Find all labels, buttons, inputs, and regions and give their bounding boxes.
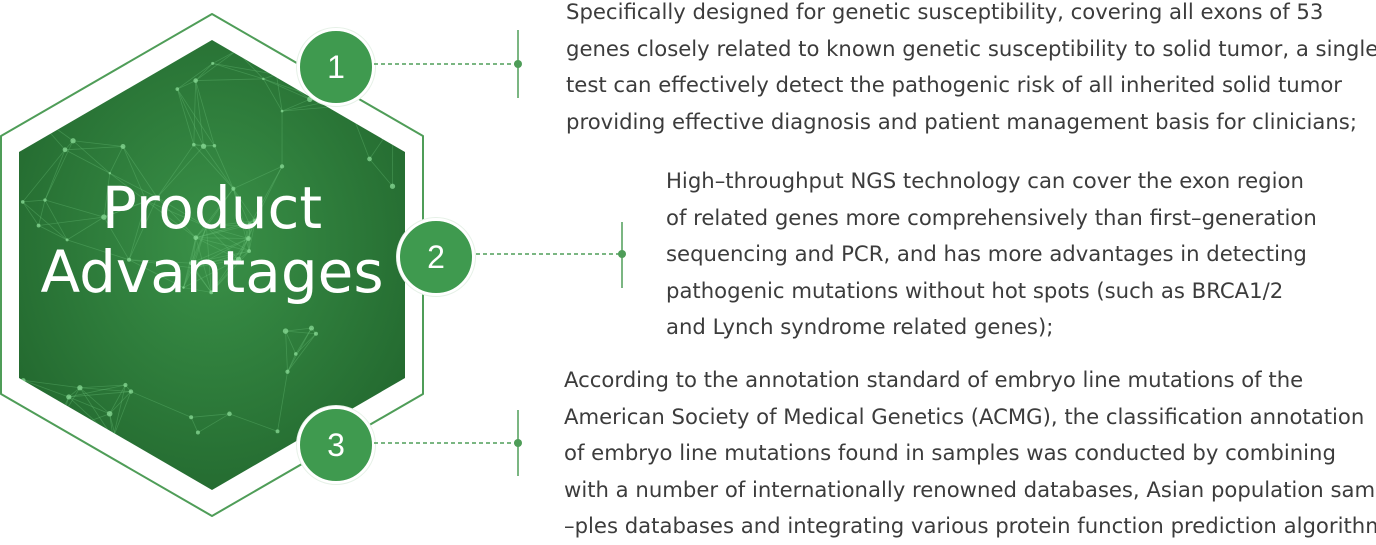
- network-node: [175, 87, 179, 91]
- network-node: [276, 429, 280, 433]
- network-node: [211, 62, 214, 65]
- network-node: [281, 110, 284, 113]
- network-node: [85, 482, 89, 486]
- advantage-text-1: Specifically designed for genetic suscep…: [566, 0, 1376, 140]
- network-node: [21, 378, 26, 383]
- network-node: [192, 143, 196, 147]
- connector-3: [372, 408, 532, 478]
- network-link: [52, 40, 84, 49]
- network-node: [294, 352, 298, 356]
- network-link: [84, 40, 89, 62]
- network-node: [84, 55, 89, 60]
- network-link: [30, 49, 52, 109]
- network-node: [213, 144, 217, 148]
- network-node: [367, 157, 372, 162]
- network-link: [51, 435, 87, 483]
- network-link: [51, 457, 55, 486]
- network-link: [84, 40, 86, 56]
- network-link: [86, 57, 89, 63]
- number-badge-1: 1: [297, 28, 375, 106]
- network-node: [50, 48, 53, 51]
- connector-1: [372, 30, 532, 100]
- network-node: [28, 108, 31, 111]
- network-node: [227, 412, 232, 417]
- number-badge-3: 3: [297, 406, 375, 484]
- network-node: [48, 433, 53, 438]
- network-link: [52, 49, 89, 62]
- advantage-text-2: High–throughput NGS technology can cover…: [666, 163, 1317, 346]
- network-node: [275, 73, 278, 76]
- network-node: [66, 394, 71, 399]
- title-line-advantages: Advantages: [20, 240, 404, 304]
- network-link: [55, 484, 87, 486]
- network-link: [51, 397, 69, 457]
- network-link: [86, 470, 124, 483]
- network-link: [52, 49, 86, 56]
- network-node: [87, 61, 90, 64]
- network-link: [51, 457, 86, 484]
- network-node: [122, 468, 126, 472]
- number-badge-2: 2: [397, 218, 475, 296]
- network-node: [49, 455, 53, 459]
- network-link: [113, 438, 124, 471]
- network-node: [309, 326, 314, 331]
- network-node: [283, 328, 288, 333]
- network-node: [391, 123, 394, 126]
- network-link: [51, 435, 113, 437]
- network-node: [52, 483, 57, 488]
- network-node: [121, 144, 126, 149]
- advantage-text-3: According to the annotation standard of …: [564, 362, 1376, 545]
- network-node: [285, 370, 289, 374]
- network-node: [112, 436, 115, 439]
- network-node: [347, 104, 350, 107]
- network-node: [63, 147, 68, 152]
- network-node: [123, 383, 127, 387]
- network-node: [70, 138, 75, 143]
- title-line-product: Product: [20, 176, 404, 240]
- network-node: [314, 332, 318, 336]
- hexagon-title: Product Advantages: [20, 176, 404, 304]
- network-link: [51, 397, 69, 436]
- network-node: [262, 78, 265, 81]
- network-node: [193, 78, 198, 83]
- network-node: [280, 164, 284, 168]
- network-node: [189, 415, 193, 419]
- network-node: [82, 38, 86, 42]
- connector-2: [474, 220, 634, 290]
- network-node: [196, 431, 200, 435]
- network-link: [51, 435, 55, 485]
- network-node: [107, 411, 113, 417]
- network-node: [201, 144, 206, 149]
- network-node: [77, 385, 82, 390]
- network-node: [129, 389, 133, 393]
- network-node: [234, 49, 238, 53]
